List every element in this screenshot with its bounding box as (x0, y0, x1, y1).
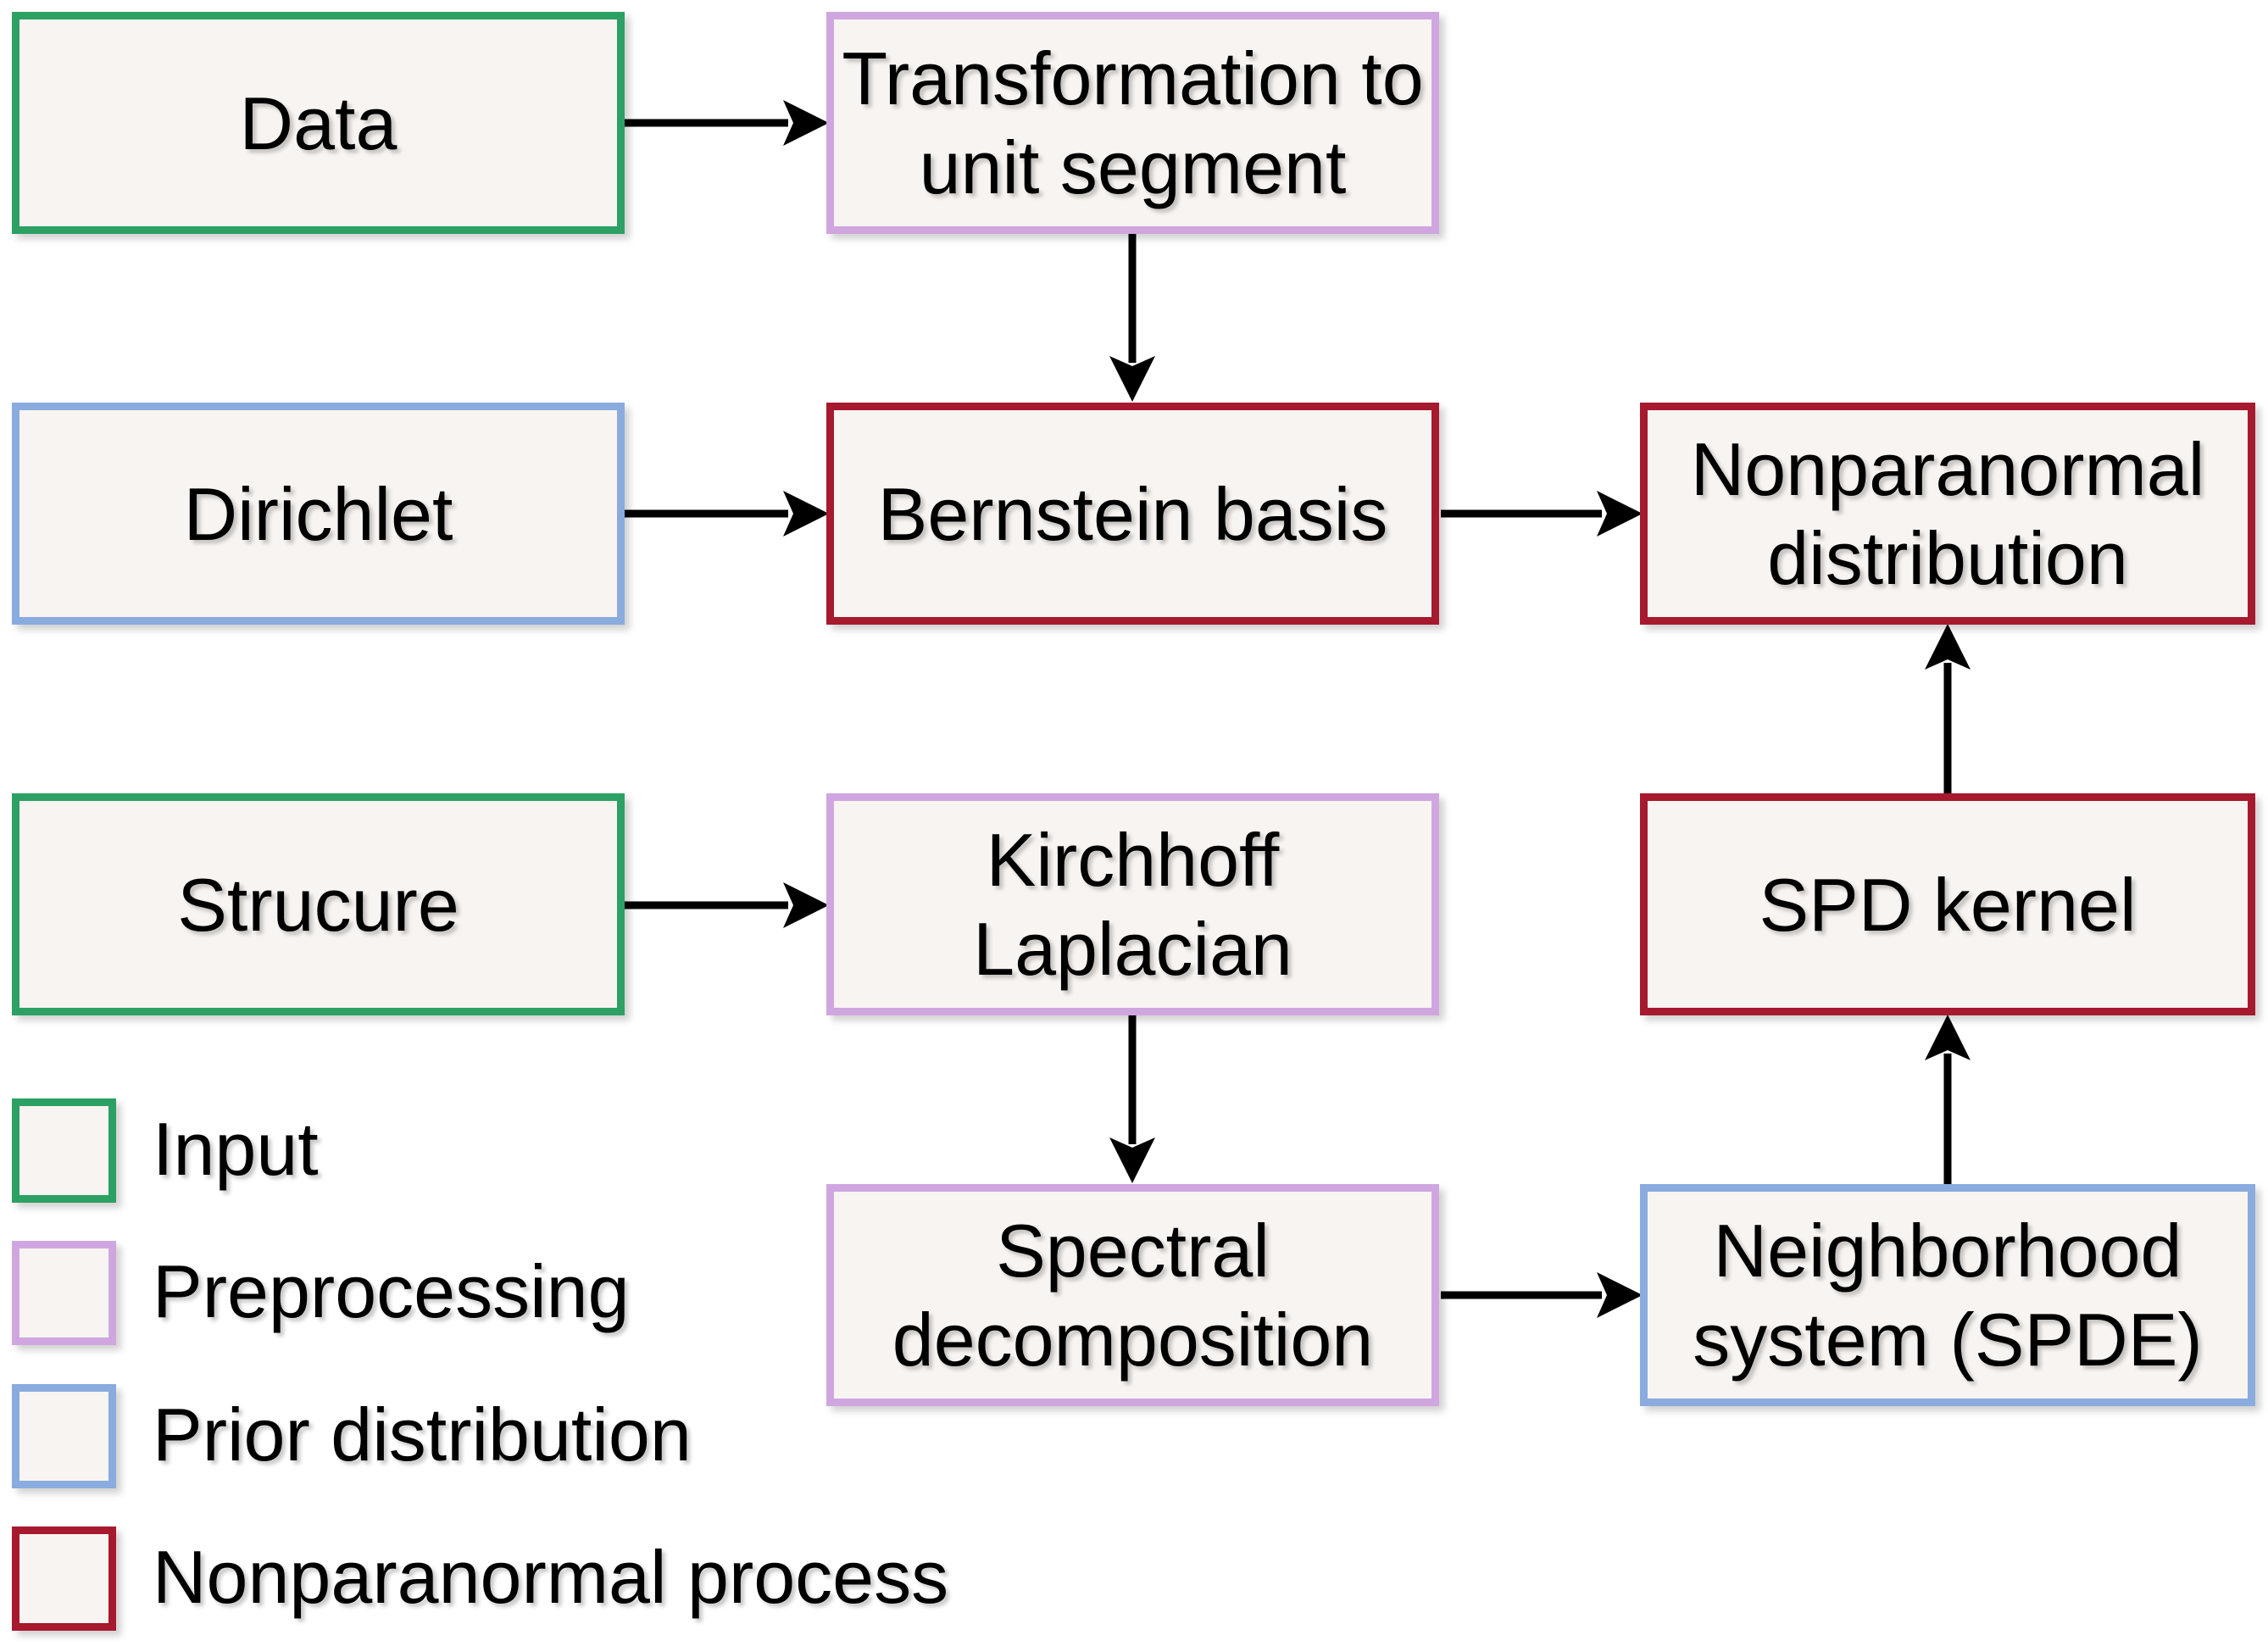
node-label: Strucure (177, 862, 459, 947)
node-dirichlet: Dirichlet (12, 403, 625, 625)
node-transformation: Transformation to unit segment (826, 12, 1439, 234)
node-label: unit segment (919, 125, 1347, 209)
node-bernstein: Bernstein basis (826, 403, 1439, 625)
node-label: Nonparanormal (1690, 427, 2205, 511)
arrowhead (783, 491, 829, 537)
node-label: SPD kernel (1759, 862, 2137, 947)
legend-swatch-prior (12, 1384, 116, 1488)
node-label: Data (239, 81, 397, 165)
arrowhead (783, 882, 829, 928)
legend-swatch-preprocessing (12, 1241, 116, 1345)
node-label: Dirichlet (183, 471, 453, 556)
legend-swatch-input (12, 1098, 116, 1203)
legend-label-preprocessing: Preprocessing (153, 1249, 630, 1333)
node-label: distribution (1767, 516, 2128, 600)
legend-swatch-nonparanormal (12, 1526, 116, 1631)
node-structure: Strucure (12, 793, 625, 1015)
arrowhead (1925, 1015, 1971, 1060)
node-neighborhood: Neighborhood system (SPDE) (1640, 1184, 2255, 1406)
node-kirchhoff: Kirchhoff Laplacian (826, 793, 1439, 1015)
node-label: Laplacian (973, 907, 1292, 991)
arrowhead (1109, 1137, 1155, 1183)
node-spectral: Spectral decomposition (826, 1184, 1439, 1406)
legend-label-input: Input (153, 1107, 319, 1191)
arrowhead (1109, 356, 1155, 402)
node-label: Transformation to (842, 36, 1424, 120)
arrowhead (783, 100, 829, 146)
legend-label-nonparanormal: Nonparanormal process (153, 1535, 949, 1619)
node-nonparanormal: Nonparanormal distribution (1640, 403, 2255, 625)
node-label: Bernstein basis (877, 471, 1388, 556)
arrowhead (1597, 491, 1643, 537)
node-label: Kirchhoff (986, 818, 1280, 902)
node-data: Data (12, 12, 625, 234)
arrowhead (1597, 1272, 1643, 1318)
node-label: system (SPDE) (1693, 1298, 2203, 1382)
node-label: Spectral (996, 1209, 1270, 1293)
node-label: Neighborhood (1713, 1209, 2182, 1293)
arrowhead (1925, 624, 1971, 670)
node-label: decomposition (892, 1298, 1374, 1382)
legend-label-prior: Prior distribution (153, 1393, 692, 1476)
node-spd: SPD kernel (1640, 793, 2255, 1015)
